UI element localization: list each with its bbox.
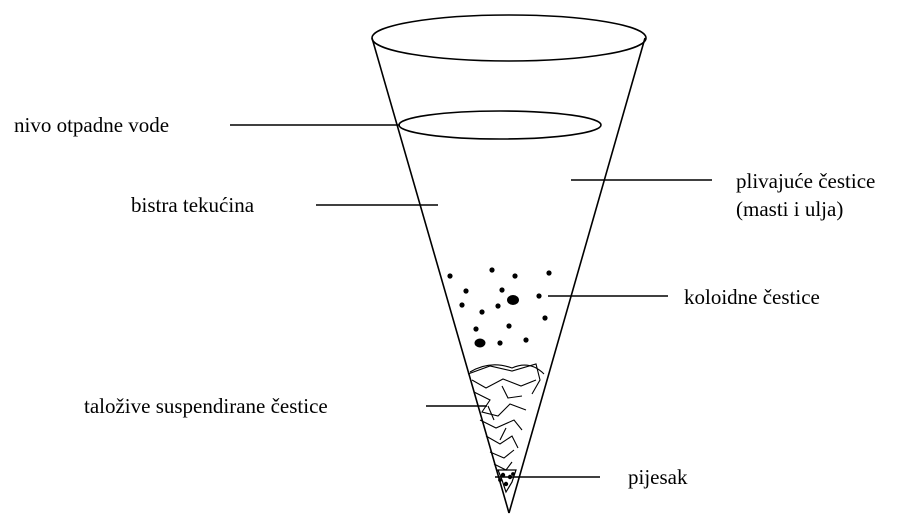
label-colloidal-particles: koloidne čestice [684,285,820,309]
sand-tip [497,469,517,494]
label-sand: pijesak [628,465,688,489]
cone-left-side [371,37,510,514]
label-clear-liquid: bistra tekućina [131,193,255,217]
water-surface [398,110,602,140]
label-settleable-solids: taložive suspendirane čestice [84,394,328,418]
label-floating-particles-line1: plivajuće čestice [736,169,876,193]
settled-solids [467,363,545,471]
colloidal-dots [447,267,552,348]
label-wastewater-level: nivo otpadne vode [14,113,170,137]
label-floating-particles-line2: (masti i ulja) [736,197,844,221]
cone-right-side [508,37,646,514]
cone-rim [371,14,647,62]
